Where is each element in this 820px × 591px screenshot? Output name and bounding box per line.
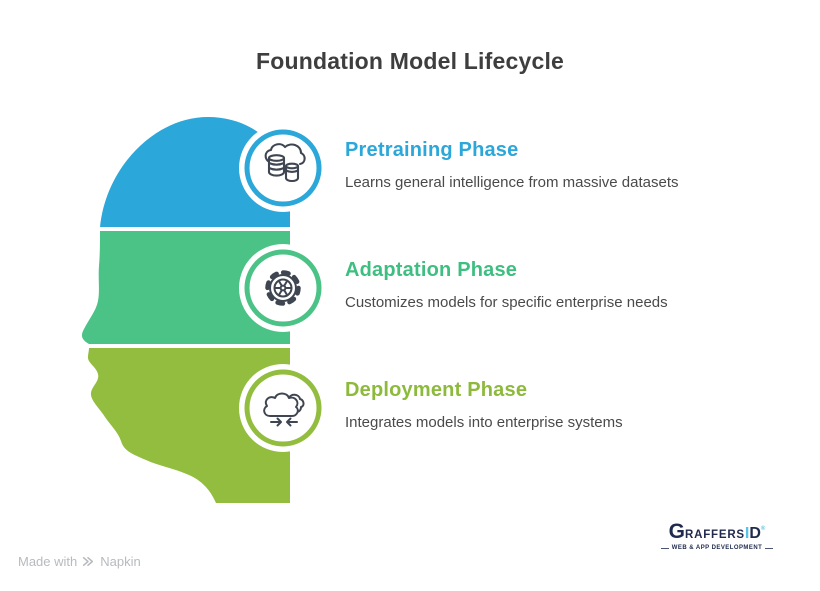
- made-with-napkin: Made with Napkin: [18, 554, 141, 569]
- logo-letter-g: G: [668, 520, 685, 543]
- pretraining-segment: [100, 117, 290, 227]
- logo-letter-i: I: [744, 525, 750, 542]
- page-title: Foundation Model Lifecycle: [255, 48, 565, 74]
- tagline-dash-right: [765, 547, 773, 549]
- adaptation-segment: [81, 231, 290, 344]
- deployment-heading: Deployment Phase: [345, 379, 528, 401]
- logo-raffers: RAFFERS: [685, 529, 745, 541]
- pretraining-heading: Pretraining Phase: [345, 139, 519, 161]
- cloud-sync-icon: [263, 392, 305, 427]
- head-diagram: [81, 117, 327, 503]
- adaptation-description: Customizes models for specific enterpris…: [345, 294, 668, 311]
- gear-icon: [265, 270, 301, 306]
- deployment-description: Integrates models into enterprise system…: [345, 414, 623, 431]
- napkin-label: Napkin: [100, 554, 141, 569]
- graffersid-tagline-row: WEB & APP DEVELOPMENT: [661, 545, 773, 551]
- pretraining-description: Learns general intelligence from massive…: [345, 174, 679, 191]
- registered-mark: ®: [760, 526, 766, 532]
- pretraining-phase-block: Pretraining Phase Learns general intelli…: [345, 139, 745, 191]
- database-cloud-icon: [264, 143, 306, 183]
- napkin-icon: [83, 556, 94, 567]
- adaptation-heading: Adaptation Phase: [345, 259, 518, 281]
- logo-letter-d: D: [749, 525, 761, 542]
- deployment-phase-block: Deployment Phase Integrates models into …: [345, 379, 745, 431]
- adaptation-phase-block: Adaptation Phase Customizes models for s…: [345, 259, 745, 311]
- graffersid-tagline: WEB & APP DEVELOPMENT: [671, 545, 763, 551]
- deployment-segment: [87, 348, 290, 503]
- tagline-dash-left: [661, 547, 669, 549]
- made-with-label: Made with: [18, 554, 78, 569]
